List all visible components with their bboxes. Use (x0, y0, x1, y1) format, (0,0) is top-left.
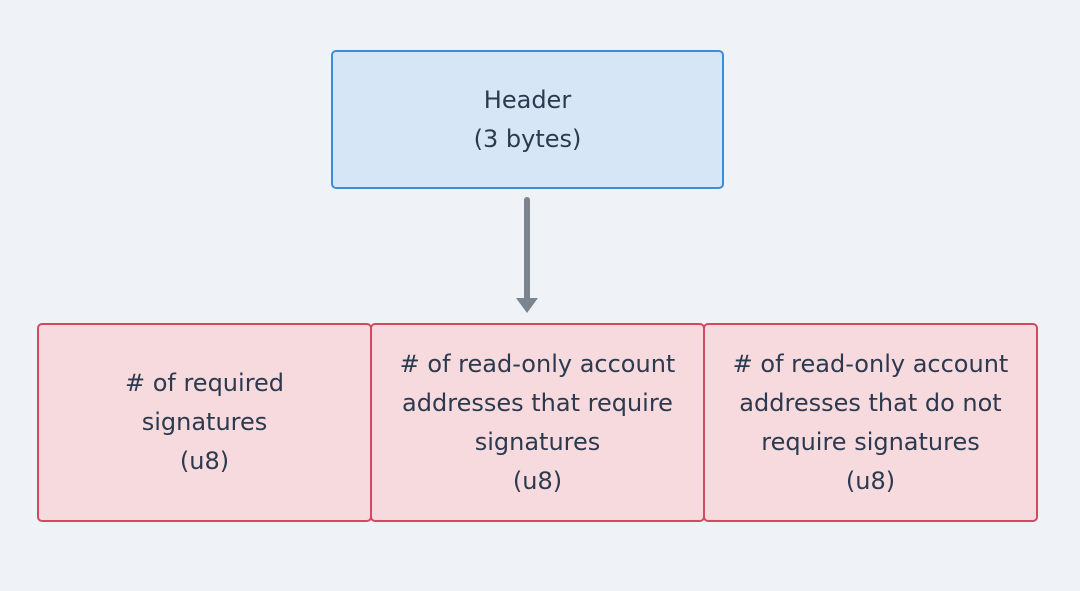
field-type: (u8) (512, 466, 563, 495)
field-label-line: # of required (124, 369, 285, 397)
field-type: (u8) (845, 466, 896, 495)
header-size: (3 bytes) (473, 124, 582, 153)
field-label-line: signatures (141, 408, 268, 436)
field-type: (u8) (179, 447, 230, 475)
header-box: Header (3 bytes) (331, 50, 724, 189)
field-label-line: # of read-only account (732, 349, 1009, 378)
field-readonly-unsigned: # of read-only account addresses that do… (703, 323, 1038, 522)
field-label-line: # of read-only account (399, 349, 676, 378)
header-title: Header (483, 85, 572, 114)
arrow-head (516, 298, 538, 313)
field-label-line: addresses that do not (739, 388, 1002, 417)
field-required-signatures: # of required signatures (u8) (37, 323, 372, 522)
field-label-line: addresses that require (402, 388, 673, 417)
field-label-line: require signatures (761, 427, 980, 456)
field-label-line: signatures (474, 427, 601, 456)
field-readonly-signed: # of read-only account addresses that re… (370, 323, 705, 522)
